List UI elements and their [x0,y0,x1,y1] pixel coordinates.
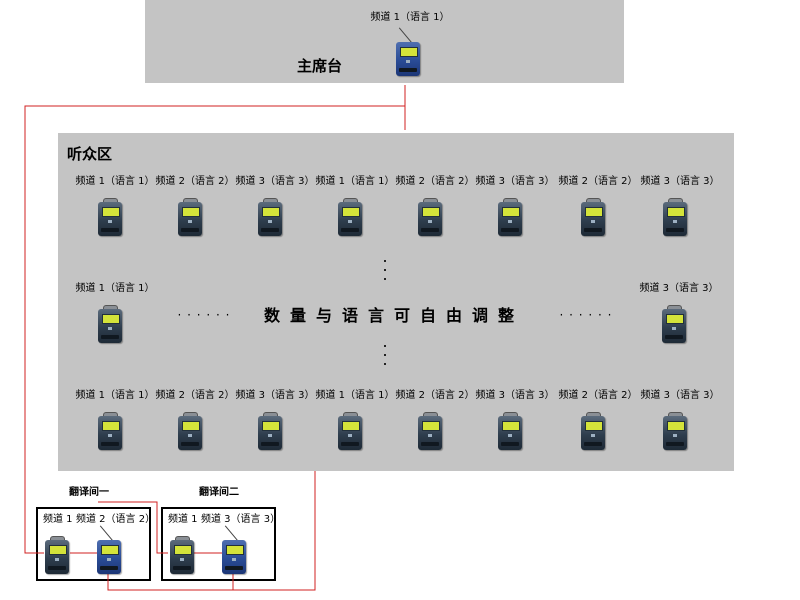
row1-label: 频道 2（语言 2） [155,176,235,187]
receiver-icon [45,536,69,574]
audience-panel [58,133,734,471]
receiver-icon [98,198,122,236]
receiver-icon [170,536,194,574]
row3-label: 频道 1（语言 1） [315,390,395,401]
receiver-icon [98,412,122,450]
receiver-icon [581,198,605,236]
booth-2-rx-label: 频道 1 [168,514,198,525]
middle-left-label: 频道 1（语言 1） [75,283,155,294]
booth-1-title: 翻译间一 [69,487,109,498]
row3-label: 频道 3（语言 3） [640,390,720,401]
receiver-icon [418,412,442,450]
row1-label: 频道 3（语言 3） [475,176,555,187]
receiver-icon [338,198,362,236]
quantity-note: 数量与语言可自由调整 [263,306,525,325]
booth-2-title: 翻译间二 [199,487,239,498]
chairman-device-label: 频道 1（语言 1） [370,12,450,23]
row1-label: 频道 1（语言 1） [315,176,395,187]
row1-label: 频道 3（语言 3） [235,176,315,187]
row3-label: 频道 1（语言 1） [75,390,155,401]
chairman-title: 主席台 [297,57,343,75]
receiver-icon [338,412,362,450]
chairman-panel [145,0,624,83]
horizontal-ellipsis-right: · · · · · · [559,308,613,322]
row3-label: 频道 3（语言 3） [235,390,315,401]
row1-label: 频道 3（语言 3） [640,176,720,187]
receiver-icon [663,198,687,236]
booth-2-tx-label: 频道 3（语言 3） [201,514,281,525]
receiver-icon [98,305,122,343]
row3-label: 频道 3（语言 3） [475,390,555,401]
receiver-icon [498,412,522,450]
booth-1-tx-label: 频道 2（语言 2） [76,514,156,525]
transmitter-icon [97,525,121,574]
receiver-icon [498,198,522,236]
vertical-ellipsis-icon [382,260,388,287]
receiver-icon [663,412,687,450]
transmitter-icon [222,525,246,574]
receiver-icon [258,412,282,450]
row3-label: 频道 2（语言 2） [395,390,475,401]
row1-label: 频道 2（语言 2） [558,176,638,187]
receiver-icon [581,412,605,450]
receiver-icon [662,305,686,343]
row1-label: 频道 1（语言 1） [75,176,155,187]
vertical-ellipsis-icon [382,345,388,372]
receiver-icon [178,198,202,236]
booth-1-rx-label: 频道 1 [43,514,73,525]
middle-right-label: 频道 3（语言 3） [639,283,719,294]
horizontal-ellipsis-left: · · · · · · [177,308,231,322]
receiver-icon [178,412,202,450]
receiver-icon [258,198,282,236]
receiver-icon [418,198,442,236]
row3-label: 频道 2（语言 2） [155,390,235,401]
row1-label: 频道 2（语言 2） [395,176,475,187]
transmitter-icon [396,27,420,76]
audience-title: 听众区 [67,145,113,163]
row3-label: 频道 2（语言 2） [558,390,638,401]
